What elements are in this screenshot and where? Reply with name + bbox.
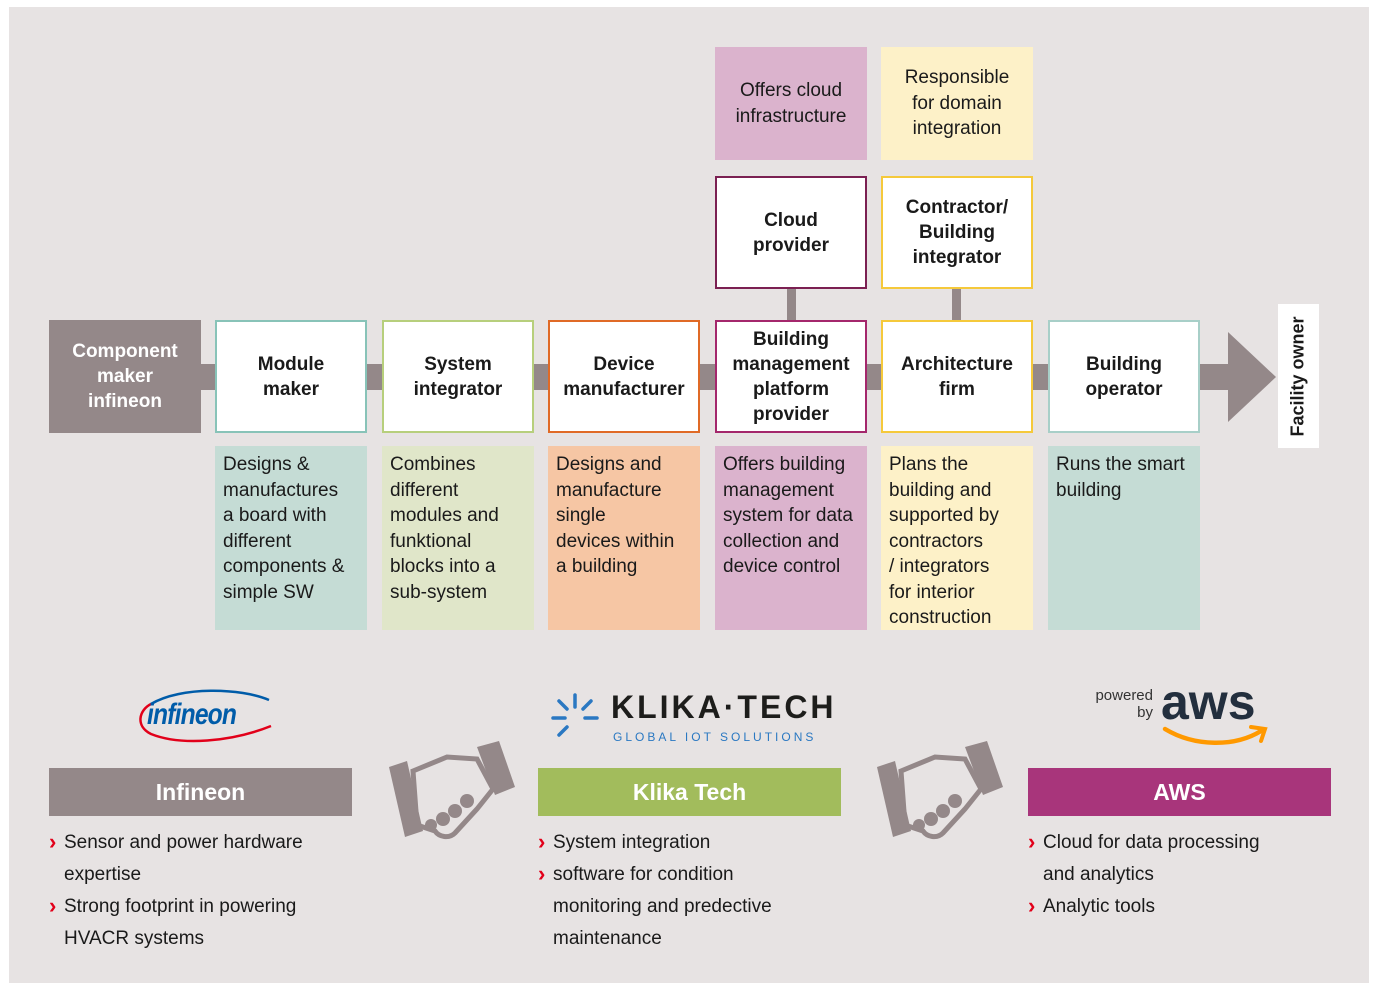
stage-building-operator: Building operator <box>1048 320 1200 433</box>
desc-system-integrator: Combines different modules and funktiona… <box>382 446 534 630</box>
stage-system-integrator: System integrator <box>382 320 534 433</box>
list-item: Strong footprint in powering HVACR syste… <box>49 890 349 955</box>
klikatech-bar: Klika Tech <box>538 768 841 816</box>
stage-architecture-firm: Architecture firm <box>881 320 1033 433</box>
infineon-bullets: Sensor and power hardware expertise Stro… <box>49 826 349 955</box>
infineon-logo-text: infineon <box>147 698 237 731</box>
cloud-provider-box: Cloud provider <box>715 176 867 289</box>
desc-module-maker: Designs & manufactures a board with diff… <box>215 446 367 630</box>
desc-architecture-firm: Plans the building and supported by cont… <box>881 446 1033 630</box>
klikatech-bullets: System integration software for conditio… <box>538 826 838 955</box>
aws-logo: powered by aws <box>1093 674 1273 753</box>
list-item: Sensor and power hardware expertise <box>49 826 349 891</box>
desc-contractor: Responsible for domain integration <box>881 47 1033 160</box>
contractor-integrator-box: Contractor/ Building integrator <box>881 176 1033 289</box>
desc-cloud-provider: Offers cloud infrastructure <box>715 47 867 160</box>
klikatech-logo-text: KLIKA·TECH <box>611 689 837 725</box>
list-item: System integration <box>538 826 838 859</box>
connector-cloud <box>787 287 796 321</box>
aws-logo-text: aws <box>1161 674 1256 730</box>
list-item: software for condition monitoring and pr… <box>538 858 838 955</box>
component-maker-box: Component maker infineon <box>49 320 201 433</box>
stage-module-maker: Module maker <box>215 320 367 433</box>
stage-device-manufacturer: Device manufacturer <box>548 320 700 433</box>
aws-smile-icon <box>1162 725 1268 745</box>
desc-building-management: Offers building management system for da… <box>715 446 867 630</box>
handshake-icon-2 <box>877 741 1003 840</box>
list-item: Cloud for data processing and analytics <box>1028 826 1328 891</box>
list-item: Analytic tools <box>1028 890 1328 923</box>
stage-building-management: Building management platform provider <box>715 320 867 433</box>
aws-bullets: Cloud for data processing and analytics … <box>1028 826 1328 923</box>
handshake-icon <box>389 741 515 840</box>
flow-arrow-head <box>1228 332 1276 422</box>
desc-building-operator: Runs the smart building <box>1048 446 1200 630</box>
klikatech-logo: KLIKA·TECH GLOBAL IOT SOLUTIONS <box>549 687 839 747</box>
desc-device-manufacturer: Designs and manufacture single devices w… <box>548 446 700 630</box>
facility-owner-label: Facility owner <box>1288 315 1309 437</box>
infineon-logo: infineon <box>121 682 281 752</box>
diagram-canvas: Component maker infineon Module maker Sy… <box>9 7 1369 983</box>
infineon-swoosh-icon <box>139 689 272 743</box>
klikatech-burst-icon <box>551 693 599 737</box>
infineon-bar: Infineon <box>49 768 352 816</box>
aws-bar: AWS <box>1028 768 1331 816</box>
klikatech-logo-subtitle: GLOBAL IOT SOLUTIONS <box>613 730 817 744</box>
facility-owner-box: Facility owner <box>1278 304 1319 448</box>
aws-powered-by-text: powered by <box>1095 687 1153 721</box>
connector-contractor <box>952 287 961 321</box>
